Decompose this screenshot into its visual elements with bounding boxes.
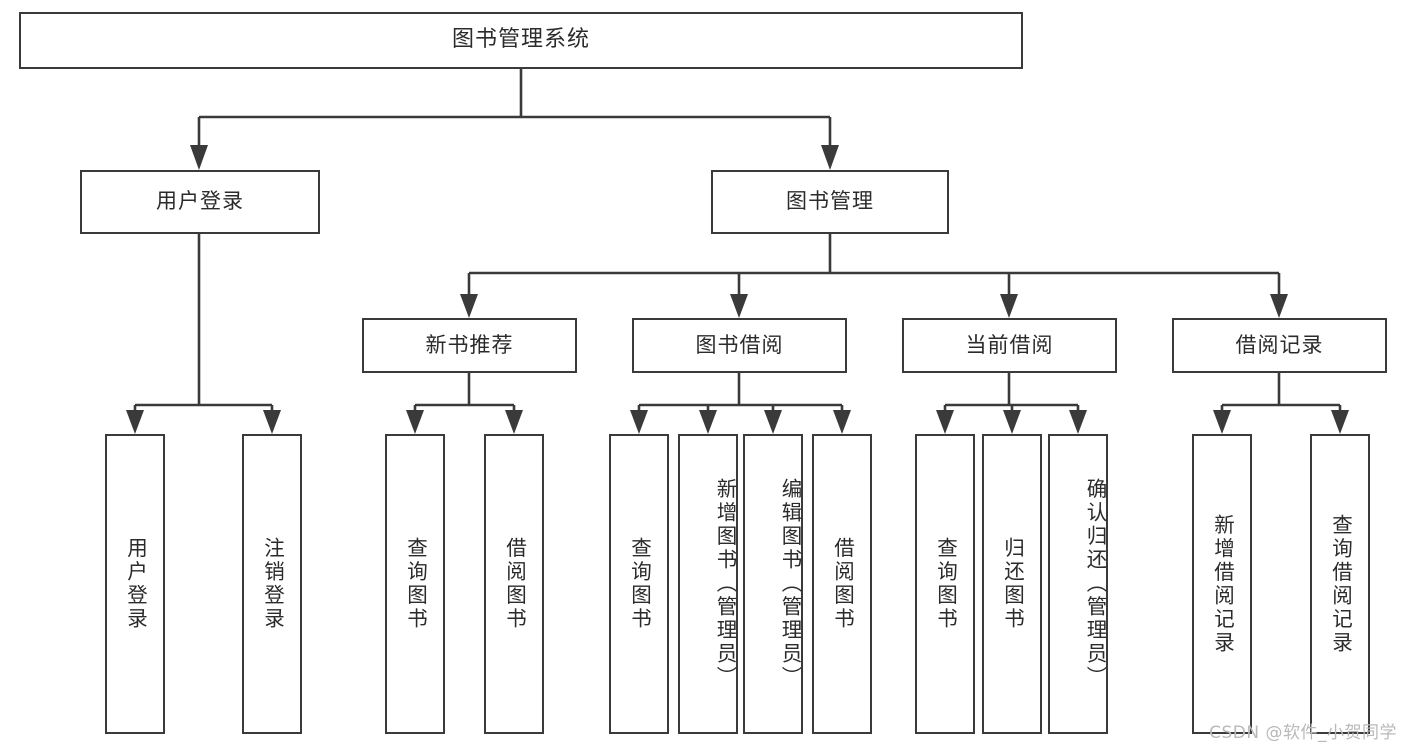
node-leaf-borrow-book-1[interactable]: 借阅图书 [484,434,544,734]
node-leaf-return-book-label: 归还图书 [1000,537,1025,631]
node-borrow-record[interactable]: 借阅记录 [1172,318,1387,373]
arrowhead-leaf-query-record [1331,410,1349,434]
node-leaf-logout-label: 注销登录 [260,537,285,631]
node-user-login[interactable]: 用户登录 [80,170,320,234]
node-leaf-query-book-3[interactable]: 查询图书 [915,434,975,734]
node-book-manage-label: 图书管理 [786,189,874,214]
node-leaf-edit-book-label: 编辑图书（管理员） [778,478,802,690]
node-leaf-add-record[interactable]: 新增借阅记录 [1192,434,1252,734]
node-current-borrow[interactable]: 当前借阅 [902,318,1117,373]
arrowhead-leaf-confirm-return [1069,410,1087,434]
node-current-borrow-label: 当前借阅 [965,332,1054,357]
arrowhead-new-book-recommend [460,294,478,318]
node-leaf-edit-book[interactable]: 编辑图书（管理员） [743,434,803,734]
node-leaf-query-book-1-label: 查询图书 [403,537,428,631]
watermark: CSDN @软件_小贺同学 [1209,723,1397,743]
node-leaf-borrow-book-1-label: 借阅图书 [502,537,527,631]
node-leaf-query-record[interactable]: 查询借阅记录 [1310,434,1370,734]
arrowhead-leaf-query-book-3 [936,410,954,434]
arrowhead-leaf-add-record [1213,410,1231,434]
arrowhead-leaf-borrow-book-1 [505,410,523,434]
node-leaf-confirm-return[interactable]: 确认归还（管理员） [1048,434,1108,734]
node-new-book-recommend-label: 新书推荐 [425,332,514,357]
arrowhead-leaf-return-book [1003,410,1021,434]
arrowhead-leaf-user-login [126,410,144,434]
node-book-borrow[interactable]: 图书借阅 [632,318,847,373]
node-book-manage[interactable]: 图书管理 [711,170,949,234]
node-leaf-query-book-2[interactable]: 查询图书 [609,434,669,734]
node-root[interactable]: 图书管理系统 [19,12,1023,69]
arrowhead-book-manage [821,145,839,170]
arrowhead-leaf-logout [263,410,281,434]
node-leaf-user-login-label: 用户登录 [123,537,148,631]
node-leaf-confirm-return-label: 确认归还（管理员） [1083,478,1107,690]
node-leaf-logout[interactable]: 注销登录 [242,434,302,734]
node-user-login-label: 用户登录 [156,189,244,214]
node-leaf-return-book[interactable]: 归还图书 [982,434,1042,734]
node-leaf-query-book-2-label: 查询图书 [627,537,652,631]
node-leaf-query-record-label: 查询借阅记录 [1328,513,1353,655]
node-leaf-add-record-label: 新增借阅记录 [1210,513,1235,655]
node-leaf-borrow-book-2-label: 借阅图书 [830,537,855,631]
node-new-book-recommend[interactable]: 新书推荐 [362,318,577,373]
arrowhead-leaf-add-book [699,410,717,434]
node-book-borrow-label: 图书借阅 [695,332,784,357]
arrowhead-leaf-query-book-2 [630,410,648,434]
arrowhead-leaf-query-book-1 [406,410,424,434]
arrowhead-book-borrow [730,294,748,318]
node-leaf-add-book[interactable]: 新增图书（管理员） [678,434,738,734]
node-leaf-query-book-1[interactable]: 查询图书 [385,434,445,734]
node-borrow-record-label: 借阅记录 [1235,332,1324,357]
arrowhead-leaf-borrow-book-2 [833,410,851,434]
arrowhead-leaf-edit-book [764,410,782,434]
arrowhead-borrow-record [1270,294,1288,318]
arrowhead-user-login [190,145,208,170]
arrowhead-current-borrow [1000,294,1018,318]
node-leaf-add-book-label: 新增图书（管理员） [713,478,737,690]
node-leaf-query-book-3-label: 查询图书 [933,537,958,631]
node-leaf-borrow-book-2[interactable]: 借阅图书 [812,434,872,734]
node-leaf-user-login[interactable]: 用户登录 [105,434,165,734]
node-root-label: 图书管理系统 [451,27,590,53]
